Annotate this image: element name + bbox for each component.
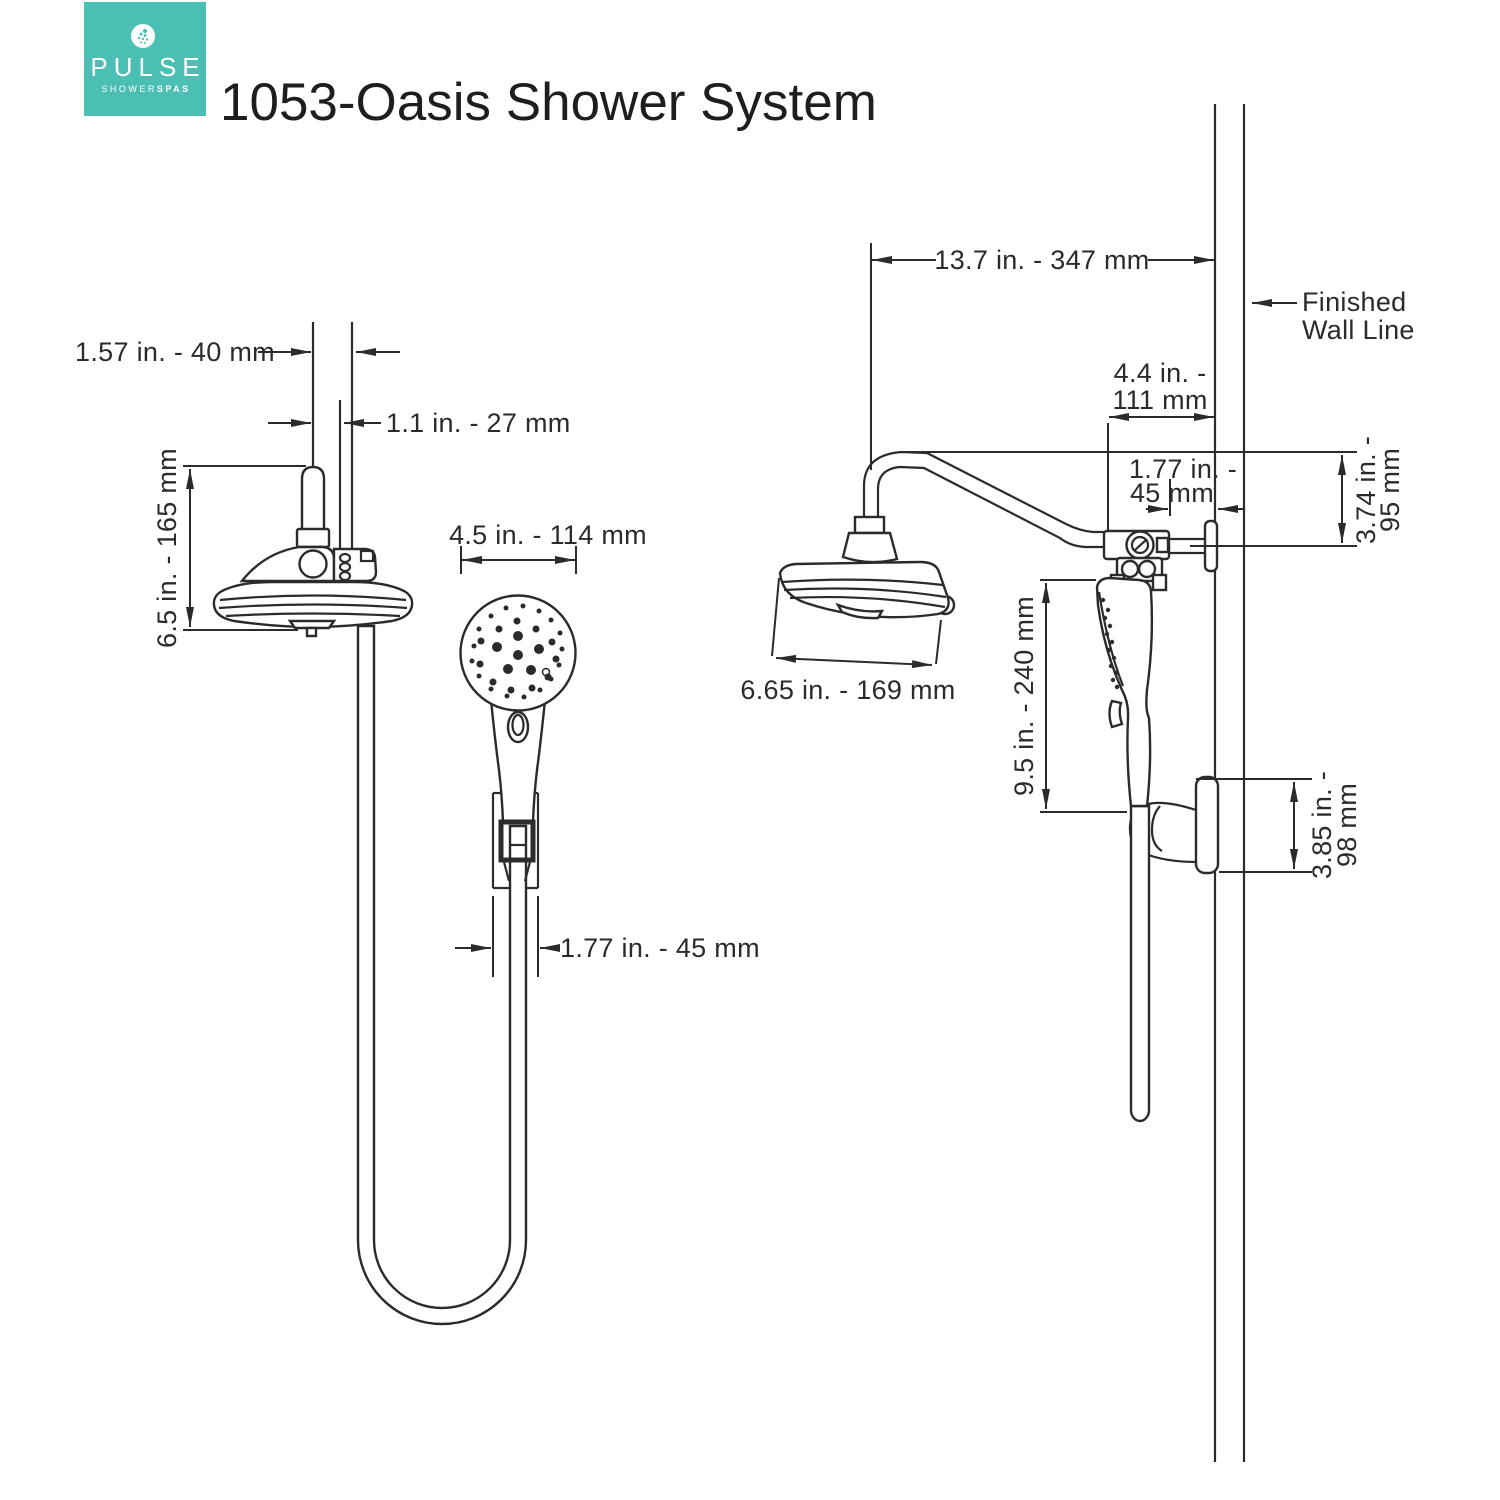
shower-spray-icon xyxy=(131,24,155,48)
logo-brand-text: PULSE xyxy=(90,52,206,82)
dim-hand-shower-height: 9.5 in. - 240 mm xyxy=(1009,579,1127,813)
dim-hose-offset-label: 1.1 in. - 27 mm xyxy=(386,408,571,438)
dim-holder-height-label-2: 98 mm xyxy=(1332,783,1362,867)
dim-bracket-width: 1.77 in. - 45 mm xyxy=(455,896,760,977)
mode-button xyxy=(506,710,530,744)
dim-hand-shower-height-label: 9.5 in. - 240 mm xyxy=(1009,596,1039,796)
dim-head-width: 6.65 in. - 169 mm xyxy=(740,577,955,705)
dim-head-height: 6.5 in. - 165 mm xyxy=(152,448,306,648)
dim-hose-offset: 1.1 in. - 27 mm xyxy=(268,408,571,438)
fixed-shower-head-side xyxy=(778,560,956,620)
dim-head-height-label: 6.5 in. - 165 mm xyxy=(152,448,182,648)
dim-head-to-wall-label-2: 111 mm xyxy=(1112,385,1207,415)
dim-holder-height-label-1: 3.85 in. - xyxy=(1307,771,1337,879)
dim-head-to-wall-label-1: 4.4 in. - xyxy=(1114,358,1207,388)
front-view xyxy=(212,322,577,1326)
page-title: 1053-Oasis Shower System xyxy=(220,73,877,132)
hand-shower-holder-side xyxy=(1128,775,1220,875)
dim-holder-height: 3.85 in. - 98 mm xyxy=(1196,771,1362,879)
dim-pipe-width: 1.57 in. - 40 mm xyxy=(75,337,400,367)
hand-shower-front xyxy=(459,594,577,824)
shower-hose-front xyxy=(356,624,528,1326)
shower-arm-side xyxy=(841,450,1104,564)
dim-hand-shower-width: 4.5 in. - 114 mm xyxy=(449,520,647,574)
dim-head-to-wall: 4.4 in. - 111 mm xyxy=(1107,358,1214,530)
logo-sub-text: SHOWERSPAS xyxy=(101,84,191,94)
spray-nozzle-dots xyxy=(469,603,565,700)
dim-pipe-width-label: 1.57 in. - 40 mm xyxy=(75,337,275,367)
side-spray-dots xyxy=(1100,597,1120,690)
finished-wall-line-text-1: Finished xyxy=(1302,287,1406,317)
dim-mount-offset-label-1: 1.77 in. - xyxy=(1129,454,1237,484)
dim-head-width-label: 6.65 in. - 169 mm xyxy=(740,675,955,705)
dim-bracket-width-label: 1.77 in. - 45 mm xyxy=(560,933,760,963)
dim-arm-drop: 3.74 in. - 95 mm xyxy=(905,436,1405,547)
dimensions: 1.57 in. - 40 mm 1.1 in. - 27 mm 6.5 in.… xyxy=(75,243,1415,977)
pulse-logo: PULSE SHOWERSPAS xyxy=(84,2,206,116)
dim-arm-drop-label-2: 95 mm xyxy=(1375,448,1405,532)
dim-arm-reach-label: 13.7 in. - 347 mm xyxy=(934,245,1149,275)
supply-pipes xyxy=(311,322,354,550)
finished-wall-line-text-2: Wall Line xyxy=(1302,315,1415,345)
dim-hand-shower-width-label: 4.5 in. - 114 mm xyxy=(449,520,647,550)
hand-shower-side xyxy=(1095,576,1154,1123)
side-view xyxy=(778,104,1246,1462)
hand-shower-bracket-front xyxy=(491,791,540,890)
dim-arm-drop-label-1: 3.74 in. - xyxy=(1351,436,1381,544)
dim-mount-offset: 1.77 in. - 45 mm xyxy=(1129,454,1243,516)
dim-mount-offset-label-2: 45 mm xyxy=(1130,478,1214,508)
finished-wall-lines xyxy=(1213,104,1246,1462)
fixed-shower-head-front xyxy=(212,465,414,638)
dim-arm-reach: 13.7 in. - 347 mm xyxy=(870,243,1214,470)
finished-wall-line-label: Finished Wall Line xyxy=(1252,287,1415,345)
